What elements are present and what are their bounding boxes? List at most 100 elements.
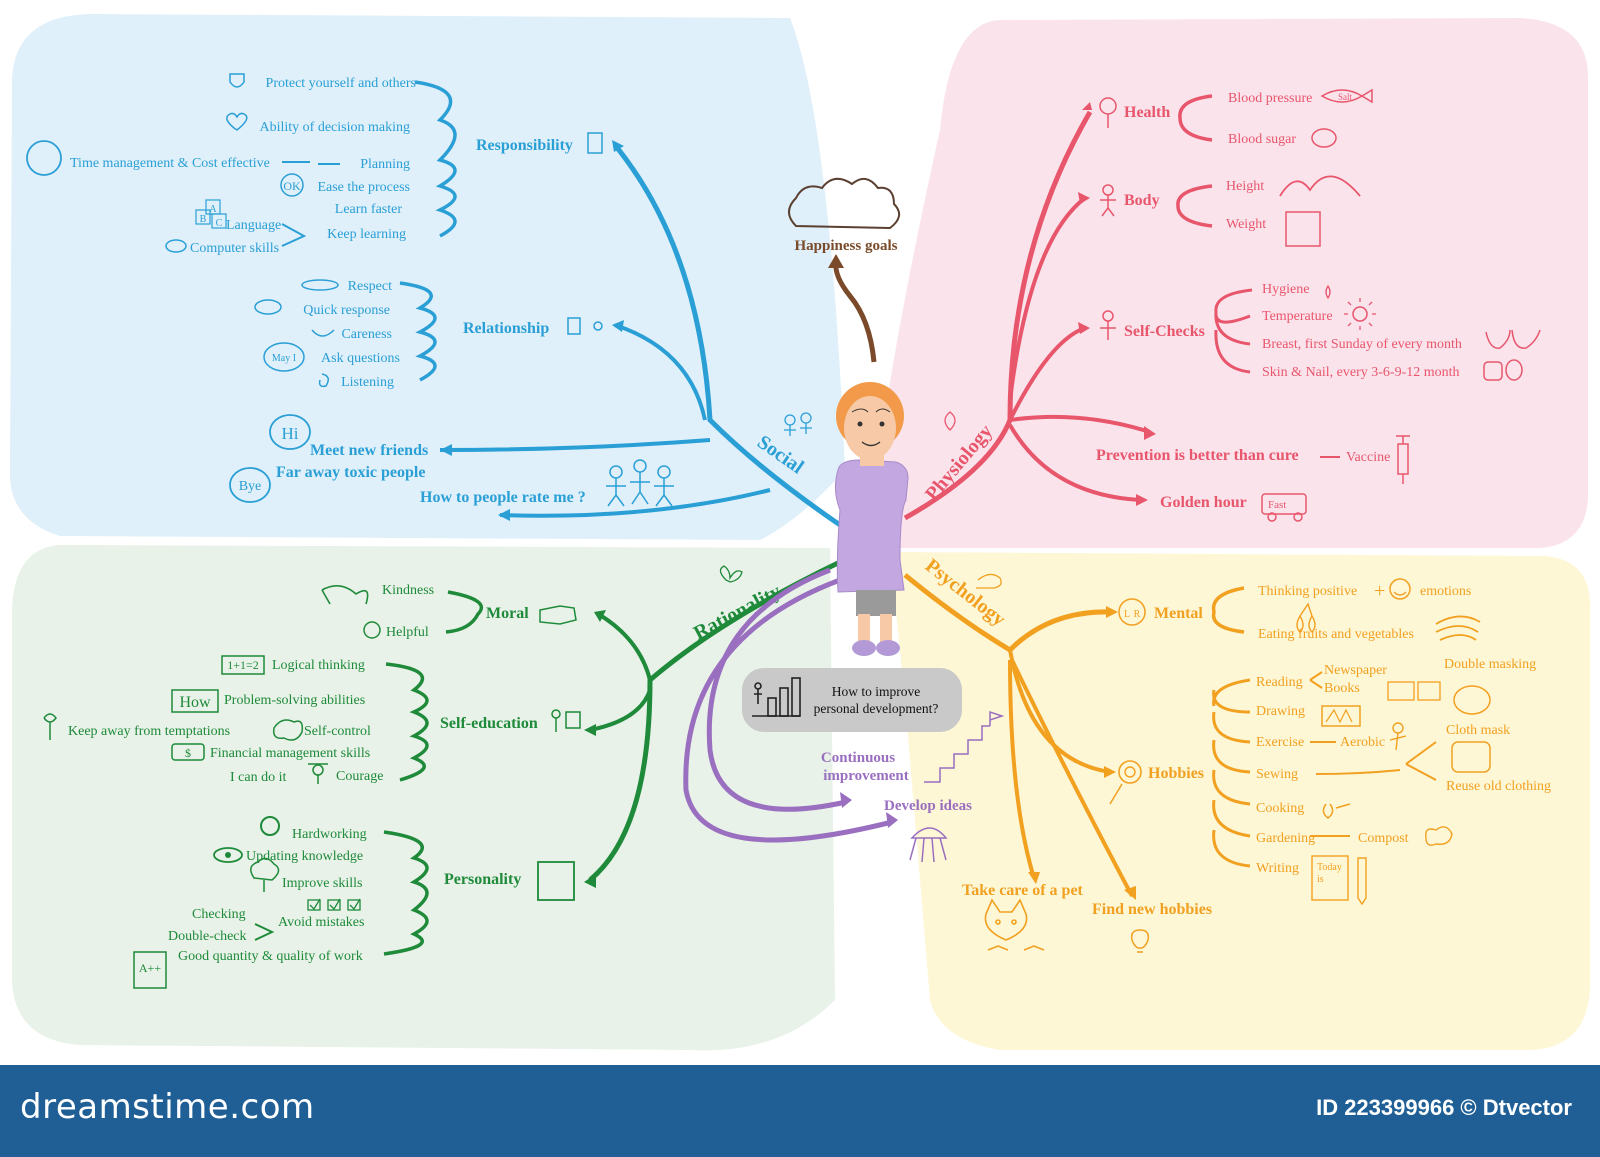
stairs-icon — [924, 710, 1005, 783]
money-text: $ — [185, 746, 191, 760]
resp-item-learn: Learn faster — [335, 202, 403, 217]
physiology-branch: Salt Fast — [903, 88, 1541, 522]
toxic-people-label: Far away toxic people — [276, 464, 425, 481]
physiology-texts: Blood pressure Blood sugar Height Weight… — [1226, 91, 1462, 465]
relationship-label: Relationship — [463, 320, 549, 337]
equation-box-icon — [221, 655, 265, 675]
abc-blocks-icon: A B C — [195, 199, 227, 229]
cloud-icon — [788, 177, 901, 230]
personality-label: Personality — [444, 871, 521, 888]
check-item-skin: Skin & Nail, every 3-6-9-12 month — [1262, 365, 1460, 380]
social-people-icon — [784, 412, 812, 436]
rate-me-label: How to people rate me ? — [420, 489, 586, 506]
target-icon — [1118, 760, 1142, 784]
checkboxes-icon — [307, 898, 361, 911]
edu-item-problem: Problem-solving abilities — [224, 693, 365, 708]
hobby-extra-reuse: Reuse old clothing — [1446, 779, 1551, 794]
rel-item-ask: Ask questions — [321, 351, 400, 366]
responsibility-label: Responsibility — [476, 137, 573, 154]
check-item-breast: Breast, first Sunday of every month — [1262, 337, 1462, 352]
resp-item-protect: Protect yourself and others — [266, 76, 416, 91]
happy-face-icon — [1389, 578, 1411, 600]
plus-icon: + — [1374, 580, 1385, 602]
check-item-temperature: Temperature — [1262, 309, 1333, 324]
edu-extra-can-do: I can do it — [230, 770, 286, 785]
mind-map-canvas: OK A B C May I Hi Bye — [9, 14, 1591, 1051]
breast-outline-icon — [1485, 329, 1541, 349]
social-labels: Responsibility Relationship Meet new fri… — [276, 137, 586, 506]
golden-hour-label: Golden hour — [1160, 494, 1247, 511]
notepad-today: Today — [1317, 862, 1342, 873]
report-text: A++ — [139, 961, 161, 975]
meet-friends-label: Meet new friends — [310, 442, 428, 459]
pers-extra-checking: Checking — [192, 907, 246, 922]
hi-bubble-text: Hi — [282, 424, 299, 443]
helping-hand-icon — [321, 585, 369, 605]
pers-item-improve: Improve skills — [282, 876, 363, 891]
question-line1: How to improve — [832, 684, 921, 699]
flower-stem-icon — [43, 713, 57, 740]
edu-item-courage: Courage — [336, 769, 383, 784]
how-text: How — [179, 694, 211, 711]
resp-item-keep: Keep learning — [327, 227, 406, 242]
sugar-bowl-icon — [1311, 128, 1337, 148]
hobby-extra-cloth-mask: Cloth mask — [1446, 723, 1510, 738]
rationality-region — [12, 545, 835, 1051]
fish-salt-icon — [1320, 88, 1373, 104]
edu-item-logical: Logical thinking — [272, 658, 365, 673]
hobby-item-writing: Writing — [1256, 861, 1299, 876]
body-label: Body — [1124, 192, 1160, 209]
jellyfish-icon — [909, 827, 948, 863]
pers-item-quality: Good quantity & quality of work — [178, 949, 363, 964]
psychology-labels: Mental Hobbies Take care of a pet Find n… — [962, 605, 1212, 918]
self-education-label: Self-education — [440, 715, 538, 732]
pers-item-updating: Updating knowledge — [246, 849, 363, 864]
moral-item-kindness: Kindness — [382, 583, 434, 598]
hobby-item-gardening: Gardening — [1256, 831, 1315, 846]
block-a-text: A — [209, 204, 217, 215]
ok-bubble-text: OK — [283, 179, 301, 193]
happiness-goals-label: Happiness goals — [795, 238, 898, 254]
drawing-board-icon — [1321, 705, 1361, 727]
salt-label: Salt — [1338, 92, 1353, 102]
circle-icon — [363, 621, 381, 639]
heart-icon — [226, 112, 248, 131]
hobby-item-sewing: Sewing — [1256, 767, 1298, 782]
pers-extra-double: Double-check — [168, 929, 247, 944]
person-figure — [834, 382, 909, 656]
hobby-extra-aerobic: Aerobic — [1340, 735, 1385, 750]
social-texts: Protect yourself and others Ability of d… — [70, 76, 416, 390]
hobbies-label: Hobbies — [1148, 765, 1204, 782]
smile-icon — [311, 329, 335, 337]
rationality-labels: Moral Self-education Personality — [440, 605, 538, 888]
pet-label: Take care of a pet — [962, 882, 1084, 899]
self-checks-label: Self-Checks — [1124, 323, 1205, 340]
mental-item-emotions: emotions — [1420, 584, 1471, 599]
health-item-bp: Blood pressure — [1228, 91, 1312, 106]
teacher-board-icon — [551, 709, 581, 732]
how-box-icon — [171, 689, 219, 713]
health-label: Health — [1124, 104, 1170, 121]
scale-icon — [1285, 211, 1321, 247]
butterfly-icon — [719, 565, 743, 583]
moral-label: Moral — [486, 605, 529, 622]
block-c-text: C — [216, 218, 223, 229]
block-b-text: B — [200, 214, 207, 225]
edu-item-financial: Financial management skills — [210, 746, 370, 761]
tree-icon — [250, 857, 280, 892]
rationality-branch: 1+1=2 How $ A++ — [43, 559, 842, 989]
nail-icon — [1505, 359, 1523, 381]
psychology-texts: Thinking positive emotions Eating fruits… — [1256, 584, 1551, 876]
brain-lr-icon — [1118, 598, 1146, 626]
pers-item-avoid: Avoid mistakes — [278, 915, 364, 930]
dreamstime-logo[interactable]: dreamstime.com — [20, 1087, 315, 1127]
vaccine-label: Vaccine — [1346, 450, 1390, 465]
equation-text: 1+1=2 — [227, 658, 259, 672]
hobby-extra-newspaper: Newspaper — [1324, 663, 1387, 678]
hobby-item-drawing: Drawing — [1256, 704, 1305, 719]
cat-icon — [984, 898, 1045, 951]
gear-icon — [260, 816, 280, 836]
continuous-line1: Continuous — [821, 750, 895, 766]
mouse-icon — [165, 239, 187, 253]
hobby-extra-double-masking: Double masking — [1444, 657, 1536, 672]
